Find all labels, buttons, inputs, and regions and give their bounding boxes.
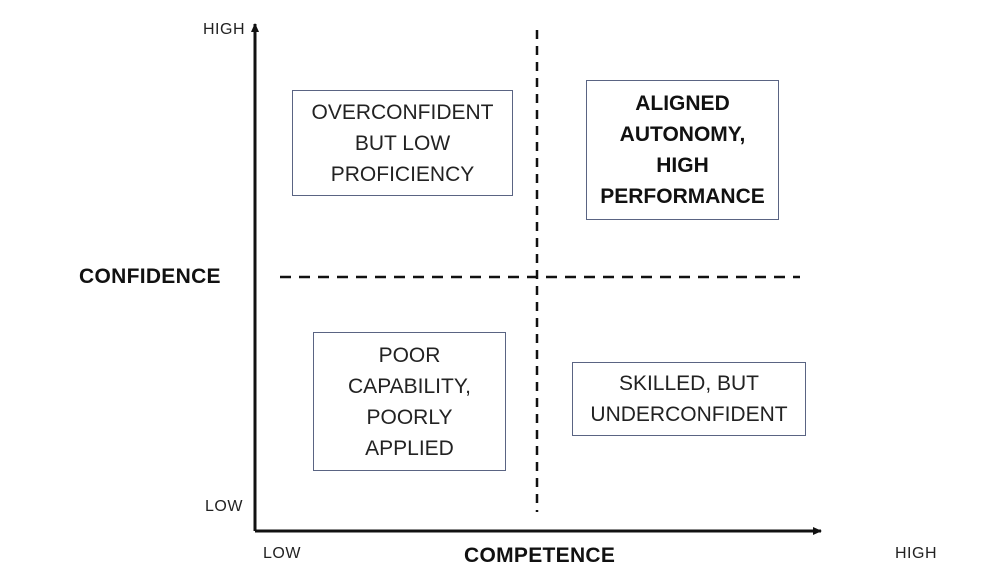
quadrant-bottom-right-text: SKILLED, BUT UNDERCONFIDENT	[590, 368, 787, 430]
quadrant-text-line: PROFICIENCY	[330, 162, 475, 186]
quadrant-text-line: POORLY	[366, 405, 453, 429]
quadrant-text-line: ALIGNED	[635, 92, 730, 115]
y-axis-title: CONFIDENCE	[79, 265, 221, 288]
quadrant-top-right: ALIGNED AUTONOMY, HIGH PERFORMANCE	[586, 80, 779, 220]
quadrant-text-line: APPLIED	[365, 436, 454, 460]
x-axis-low-label: LOW	[263, 545, 301, 562]
quadrant-text-line: SKILLED, BUT	[618, 372, 760, 395]
quadrant-bottom-right: SKILLED, BUT UNDERCONFIDENT	[572, 362, 806, 436]
quadrant-text-line: AUTONOMY,	[619, 123, 746, 146]
quadrant-text-line: UNDERCONFIDENT	[590, 403, 788, 426]
quadrant-text-line: HIGH	[656, 154, 709, 177]
y-axis-low-label: LOW	[205, 498, 243, 515]
quadrant-text-line: POOR	[378, 343, 441, 367]
quadrant-top-right-text: ALIGNED AUTONOMY, HIGH PERFORMANCE	[600, 88, 765, 212]
quadrant-bottom-left: POOR CAPABILITY, POORLY APPLIED	[313, 332, 506, 471]
quadrant-text-line: PERFORMANCE	[600, 185, 765, 208]
quadrant-text-line: OVERCONFIDENT	[311, 100, 494, 124]
x-axis-high-label: HIGH	[895, 545, 937, 562]
quadrant-bottom-left-text: POOR CAPABILITY, POORLY APPLIED	[348, 340, 471, 464]
y-axis-high-label: HIGH	[203, 21, 245, 38]
quadrant-text-line: BUT LOW	[354, 131, 451, 155]
quadrant-text-line: CAPABILITY,	[348, 374, 471, 398]
quadrant-top-left-text: OVERCONFIDENT BUT LOW PROFICIENCY	[311, 97, 493, 190]
quadrant-top-left: OVERCONFIDENT BUT LOW PROFICIENCY	[292, 90, 513, 196]
x-axis-title: COMPETENCE	[464, 544, 616, 567]
